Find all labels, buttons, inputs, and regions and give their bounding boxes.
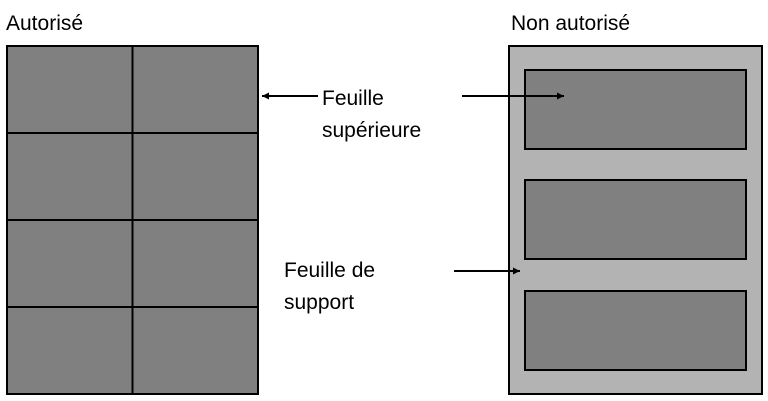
allowed-sheet: [131, 45, 259, 134]
not-allowed-sheets: [524, 69, 747, 371]
allowed-sheet: [131, 306, 259, 395]
allowed-sheet: [131, 132, 259, 221]
support-sheet-label-line2: support: [284, 291, 354, 314]
not-allowed-sheet: [524, 290, 747, 371]
top-sheet-label-line2: supérieure: [322, 119, 421, 142]
allowed-sheet: [6, 45, 134, 134]
support-sheet-label-line1: Feuille de: [284, 259, 375, 282]
allowed-heading: Autorisé: [6, 12, 83, 35]
allowed-sheet: [131, 219, 259, 308]
top-sheet-label-line1: Feuille: [322, 87, 384, 110]
not-allowed-sheet: [524, 69, 747, 150]
not-allowed-sheet: [524, 179, 747, 260]
allowed-sheet: [6, 219, 134, 308]
allowed-sheet: [6, 306, 134, 395]
not-allowed-heading: Non autorisé: [511, 12, 630, 35]
allowed-sheet: [6, 132, 134, 221]
allowed-sheet-grid: [6, 45, 259, 395]
